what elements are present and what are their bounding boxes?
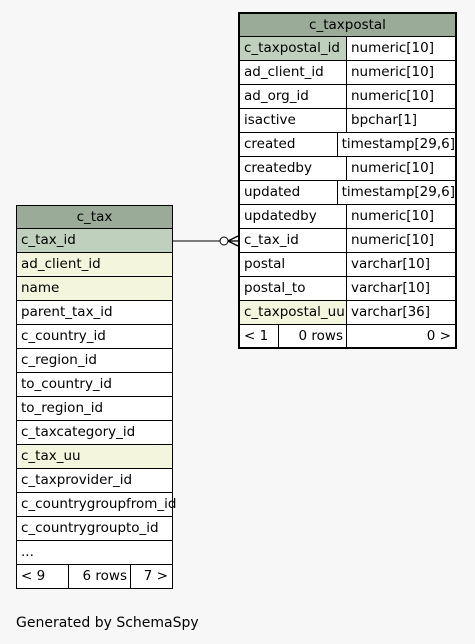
parents-count-link[interactable]: < 9 [17, 565, 69, 588]
column-name: ad_client_id [21, 256, 101, 272]
table-row[interactable]: c_taxcategory_id [17, 421, 172, 445]
table-row[interactable]: to_country_id [17, 373, 172, 397]
column-name: created [240, 133, 338, 156]
column-name: c_countrygroupfrom_id [21, 496, 177, 512]
column-type: numeric[10] [351, 160, 435, 176]
table-row[interactable]: c_region_id [17, 349, 172, 373]
row-count: 6 rows [69, 565, 131, 588]
column-name: c_tax_id [240, 229, 347, 252]
table-row[interactable]: c_countrygroupto_id [17, 517, 172, 541]
row-count: 0 rows [279, 325, 347, 347]
column-type: numeric[10] [351, 64, 435, 80]
column-name: ... [21, 544, 34, 560]
column-type: timestamp[29,6] [341, 184, 455, 200]
table-row[interactable]: parent_tax_id [17, 301, 172, 325]
column-name: c_taxprovider_id [21, 472, 133, 488]
table-row[interactable]: ... [17, 541, 172, 565]
column-name: isactive [240, 109, 347, 132]
column-name: c_taxpostal_uu [240, 301, 347, 324]
column-name: c_tax_id [21, 232, 76, 248]
column-name: postal [240, 253, 347, 276]
column-name: ad_org_id [240, 85, 347, 108]
table-row[interactable]: c_tax_id [17, 229, 172, 253]
table-title[interactable]: c_taxpostal [240, 14, 455, 37]
table-row[interactable]: to_region_id [17, 397, 172, 421]
column-type: varchar[10] [351, 256, 431, 272]
column-type: bpchar[1] [351, 112, 418, 128]
column-name: c_country_id [21, 328, 106, 344]
column-type: numeric[10] [351, 232, 435, 248]
parents-count-link[interactable]: < 1 [240, 325, 279, 347]
table-footer: < 9 6 rows 7 > [17, 565, 172, 588]
table-c-tax[interactable]: c_tax c_tax_id ad_client_id name parent_… [16, 205, 177, 589]
column-name: parent_tax_id [21, 304, 113, 320]
column-name: c_taxpostal_id [240, 37, 347, 60]
table-row[interactable]: ad_client_id [17, 253, 172, 277]
column-name: updatedby [240, 205, 347, 228]
column-name: c_countrygroupto_id [21, 520, 159, 536]
column-name: postal_to [240, 277, 347, 300]
column-name: ad_client_id [240, 61, 347, 84]
crowsfoot-lower [227, 240, 239, 247]
column-name: to_country_id [21, 376, 112, 392]
column-type: varchar[36] [351, 304, 431, 320]
column-type: numeric[10] [351, 208, 435, 224]
column-name: updated [240, 181, 338, 204]
table-row[interactable]: c_countrygroupfrom_id [17, 493, 177, 517]
column-name: c_taxcategory_id [21, 424, 136, 440]
column-type: numeric[10] [351, 40, 435, 56]
zero-optional-marker [219, 236, 229, 246]
table-footer: < 1 0 rows 0 > [240, 325, 455, 347]
table-row[interactable]: c_tax_uu [17, 445, 172, 469]
column-name: name [21, 280, 60, 296]
column-type: varchar[10] [351, 280, 431, 296]
children-count-link[interactable]: 7 > [143, 568, 168, 584]
table-title[interactable]: c_tax [17, 206, 172, 229]
table-row[interactable]: name [17, 277, 172, 301]
children-count-link[interactable]: 0 > [426, 328, 451, 344]
crowsfoot-upper [227, 235, 239, 242]
column-name: createdby [240, 157, 347, 180]
column-name: to_region_id [21, 400, 104, 416]
column-name: c_tax_uu [21, 448, 81, 464]
table-row[interactable]: c_country_id [17, 325, 172, 349]
column-name: c_region_id [21, 352, 97, 368]
table-row[interactable]: c_taxprovider_id [17, 469, 172, 493]
column-type: numeric[10] [351, 88, 435, 104]
column-type: timestamp[29,6] [341, 136, 455, 152]
generated-by-label: Generated by SchemaSpy [16, 615, 199, 631]
